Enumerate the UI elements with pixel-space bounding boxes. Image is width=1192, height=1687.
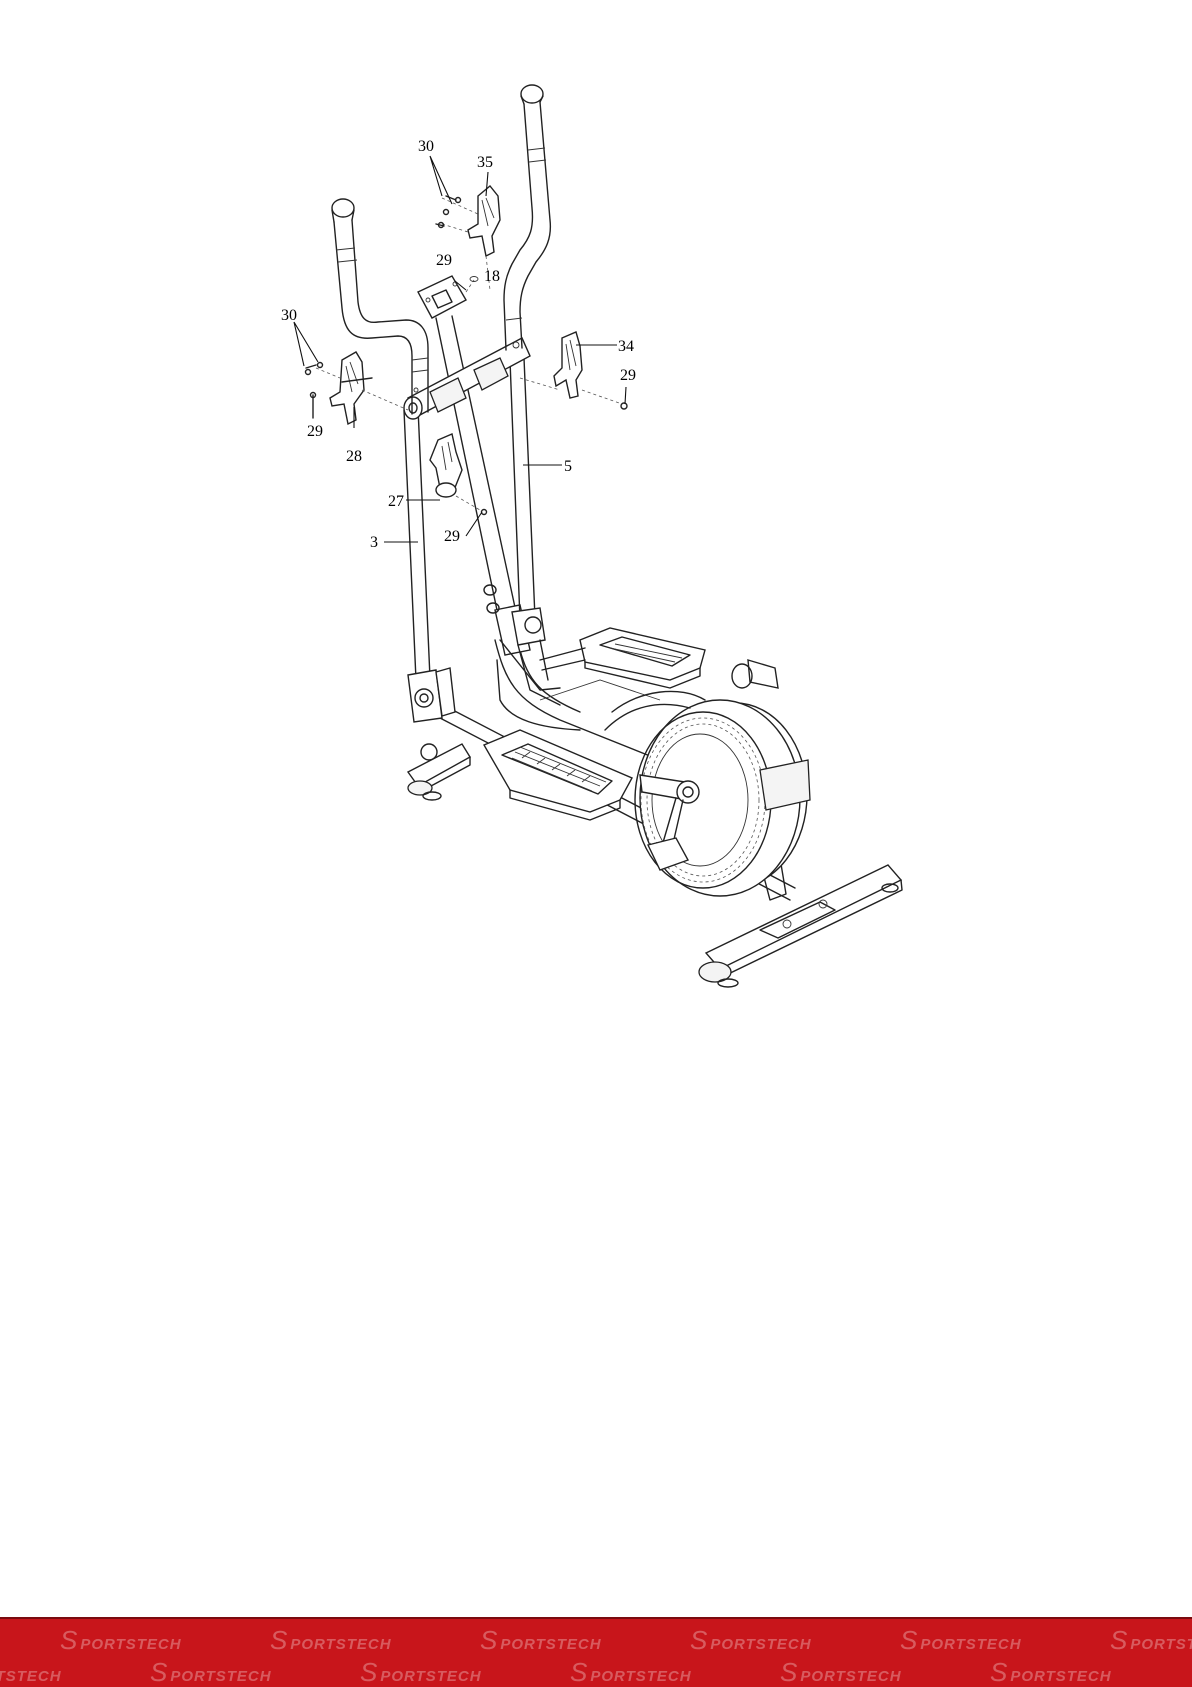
brand-watermark-rest: PORTSTECH — [0, 1668, 62, 1685]
brand-watermark-initial: S — [360, 1657, 378, 1687]
label-3: 3 — [370, 534, 378, 551]
brand-watermark-rest: PORTSTECH — [80, 1636, 181, 1653]
brand-watermark-initial: S — [780, 1657, 798, 1687]
label-29-left: 29 — [307, 423, 323, 440]
flywheel — [605, 691, 810, 896]
watermark-row-bottom: SPORTSTECHSPORTSTECHSPORTSTECHSPORTSTECH… — [0, 1657, 1192, 1687]
label-29-lower: 29 — [444, 528, 460, 545]
brand-watermark-initial: S — [150, 1657, 168, 1687]
brand-watermark-rest: PORTSTECH — [290, 1636, 391, 1653]
label-30-upper: 30 — [418, 138, 434, 155]
label-35: 35 — [477, 154, 493, 171]
label-30-left: 30 — [281, 307, 297, 324]
brand-watermark-rest: PORTSTECH — [500, 1636, 601, 1653]
cover-27 — [430, 434, 487, 515]
label-34: 34 — [618, 338, 634, 355]
right-handlebar — [504, 85, 550, 350]
label-29-right: 29 — [620, 367, 636, 384]
brand-watermark-rest: PORTSTECH — [920, 1636, 1021, 1653]
front-stabilizer — [408, 744, 470, 800]
brand-watermark-rest: PORTSTECH — [1130, 1636, 1192, 1653]
elliptical-exploded-diagram: 30 35 29 18 30 34 29 29 28 5 27 3 29 — [0, 0, 1192, 1000]
brand-watermark-rest: PORTSTECH — [590, 1668, 691, 1685]
label-5: 5 — [564, 458, 572, 475]
label-28: 28 — [346, 448, 362, 465]
brand-watermark-initial: S — [990, 1657, 1008, 1687]
right-pedal — [540, 628, 705, 688]
brand-watermark-rest: PORTSTECH — [170, 1668, 271, 1685]
label-29-upper: 29 — [436, 252, 452, 269]
brand-watermark-initial: S — [570, 1657, 588, 1687]
cover-28 — [306, 352, 409, 424]
brand-watermark-initial: S — [690, 1625, 708, 1655]
brand-watermark-initial: S — [480, 1625, 498, 1655]
brand-watermark-initial: S — [60, 1625, 78, 1655]
brand-watermark-rest: PORTSTECH — [710, 1636, 811, 1653]
label-18: 18 — [484, 268, 500, 285]
cover-34 — [520, 332, 627, 409]
brand-watermark-initial: S — [270, 1625, 288, 1655]
brand-watermark-rest: PORTSTECH — [1010, 1668, 1111, 1685]
brand-watermark-rest: PORTSTECH — [380, 1668, 481, 1685]
brand-watermark-initial: S — [900, 1625, 918, 1655]
brand-watermark-initial: S — [1110, 1625, 1128, 1655]
brand-watermark-rest: PORTSTECH — [800, 1668, 901, 1685]
label-27: 27 — [388, 493, 404, 510]
